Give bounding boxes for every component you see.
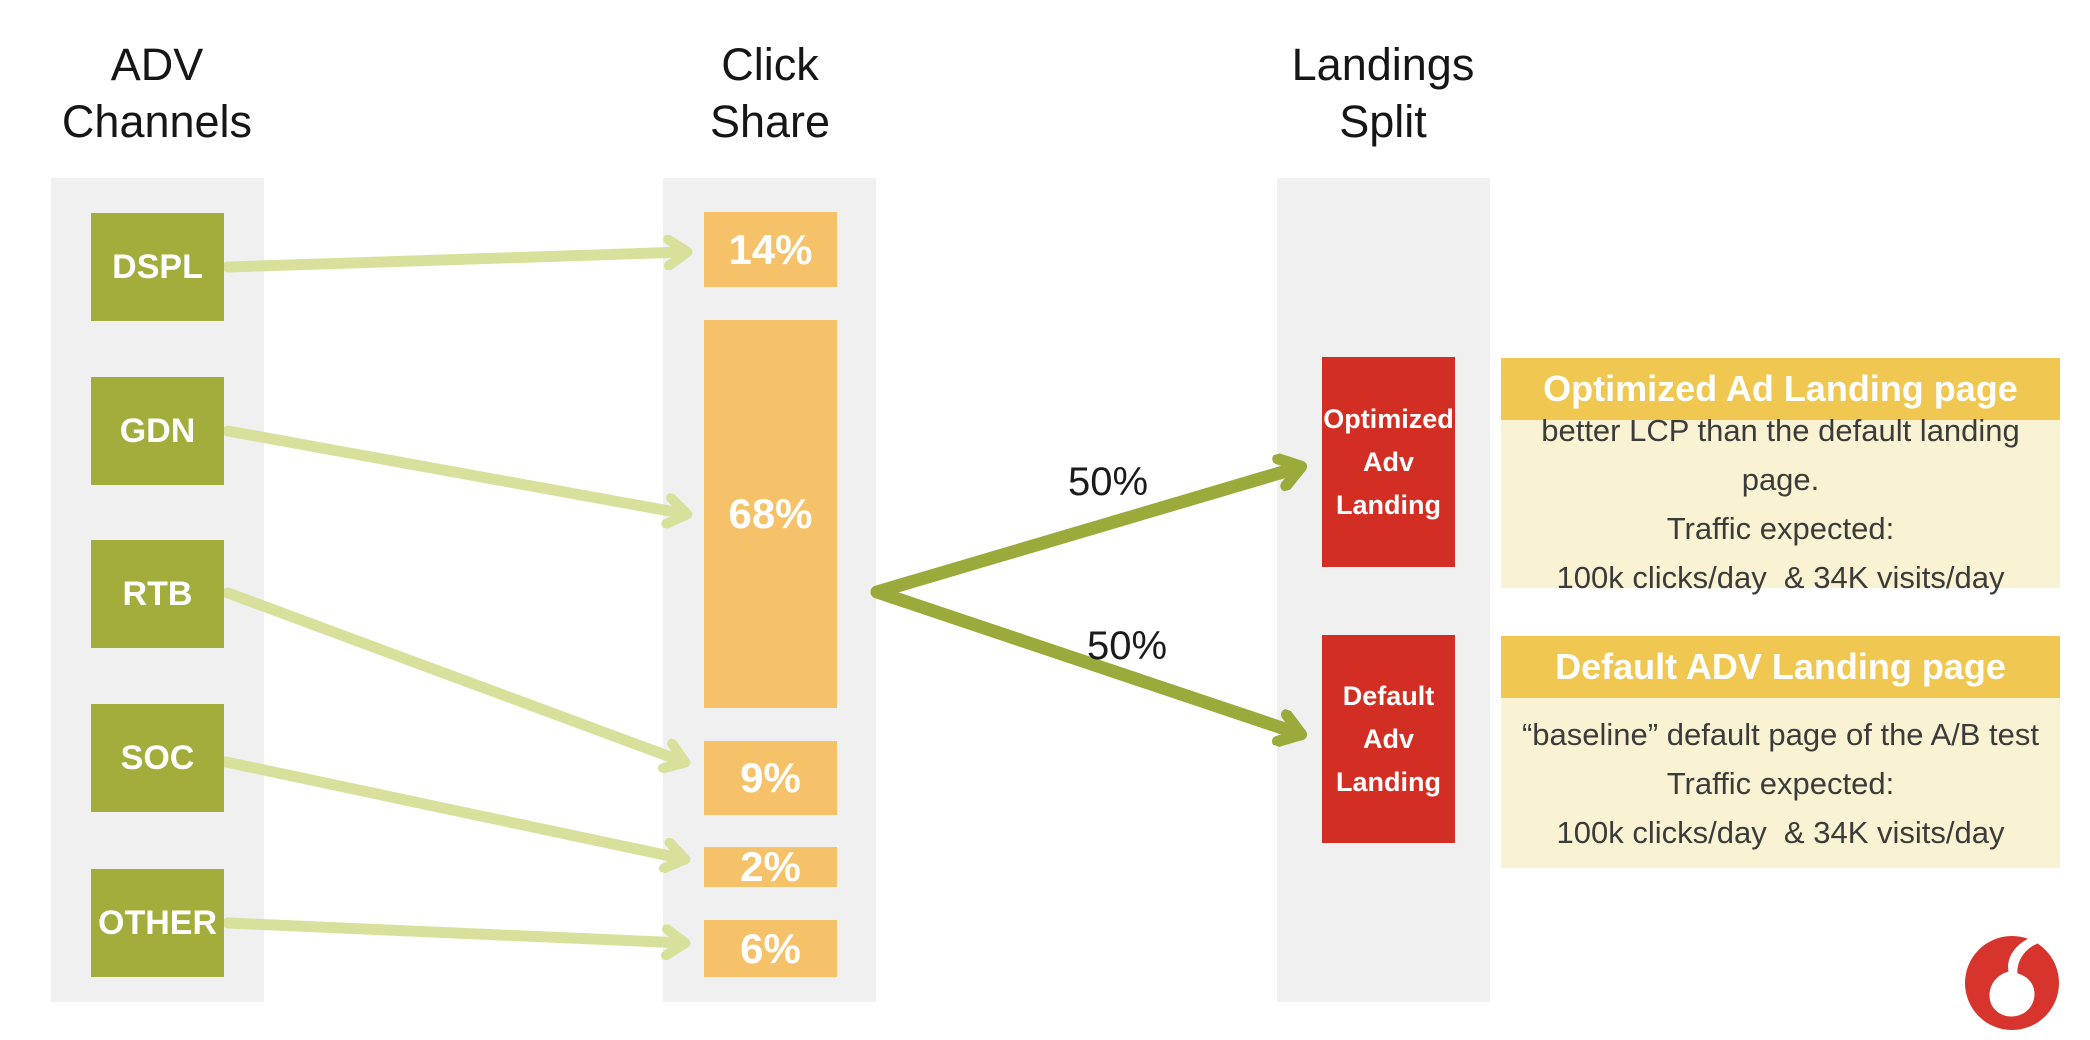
card-text-line: better LCP than the default landing page…	[1541, 413, 2029, 497]
landing-label-line: Landing	[1336, 489, 1441, 520]
arrow-dspl-to-14	[222, 252, 686, 273]
channel-box-gdn: GDN	[91, 377, 224, 485]
title-line: ADV	[110, 39, 204, 90]
channel-box-soc: SOC	[91, 704, 224, 812]
card-text-line: 100k clicks/day & 34K visits/day	[1556, 560, 2005, 595]
share-box-2: 2%	[704, 843, 837, 890]
title-line: Channels	[61, 96, 253, 147]
share-box-6: 6%	[704, 920, 837, 977]
share-label: 14%	[728, 225, 813, 273]
landing-label-line: Optimized	[1323, 403, 1454, 434]
title-line: Click	[721, 39, 819, 90]
column-title-click-share: Click Share	[570, 36, 970, 150]
card-body: better LCP than the default landing page…	[1501, 413, 2060, 595]
split-label-upper: 50%	[1067, 460, 1149, 504]
card-title: Default ADV Landing page	[1501, 636, 2060, 698]
arrow-soc-to-2	[220, 756, 684, 859]
landing-label-line: Default	[1342, 680, 1435, 711]
split-label-lower: 50%	[1086, 624, 1168, 668]
channel-label: SOC	[120, 738, 195, 777]
title-line: Split	[1339, 96, 1427, 147]
title-line: Share	[709, 96, 831, 147]
channel-label: OTHER	[98, 903, 217, 942]
landing-label-line: Landing	[1336, 766, 1441, 797]
card-body: “baseline” default page of the A/B test …	[1501, 698, 2060, 868]
channel-box-rtb: RTB	[91, 540, 224, 648]
vodafone-logo-icon	[1965, 936, 2059, 1030]
arrow-other-to-6	[222, 917, 684, 943]
landing-box-optimized: Optimized Adv Landing	[1322, 357, 1455, 567]
landing-label-line: Adv	[1362, 723, 1414, 754]
card-title: Optimized Ad Landing page	[1501, 358, 2060, 420]
share-label: 68%	[728, 490, 813, 537]
column-title-landings-split: Landings Split	[1183, 36, 1583, 150]
title-line: Landings	[1291, 39, 1475, 90]
share-label: 6%	[740, 924, 801, 972]
share-box-9: 9%	[704, 741, 837, 815]
channel-label: GDN	[119, 411, 196, 450]
share-label: 2%	[740, 843, 801, 890]
landing-label-line: Adv	[1362, 446, 1414, 477]
channel-label: RTB	[122, 574, 193, 613]
arrow-rtb-to-9	[222, 587, 684, 762]
channel-box-dspl: DSPL	[91, 213, 224, 321]
card-text-line: 100k clicks/day & 34K visits/day	[1556, 814, 2005, 850]
card-text-line: Traffic expected:	[1666, 511, 1895, 546]
card-text-line: “baseline” default page of the A/B test	[1521, 716, 2039, 752]
card-text-line: Traffic expected:	[1666, 765, 1895, 801]
landings-split-column	[1277, 178, 1490, 1002]
share-label: 9%	[740, 754, 801, 801]
arrow-gdn-to-68	[222, 425, 686, 514]
channel-box-other: OTHER	[91, 869, 224, 977]
channel-label: DSPL	[112, 247, 203, 286]
column-title-adv-channels: ADV Channels	[0, 36, 357, 150]
landing-box-default: Default Adv Landing	[1322, 635, 1455, 843]
share-box-68: 68%	[704, 320, 837, 708]
share-box-14: 14%	[704, 212, 837, 287]
